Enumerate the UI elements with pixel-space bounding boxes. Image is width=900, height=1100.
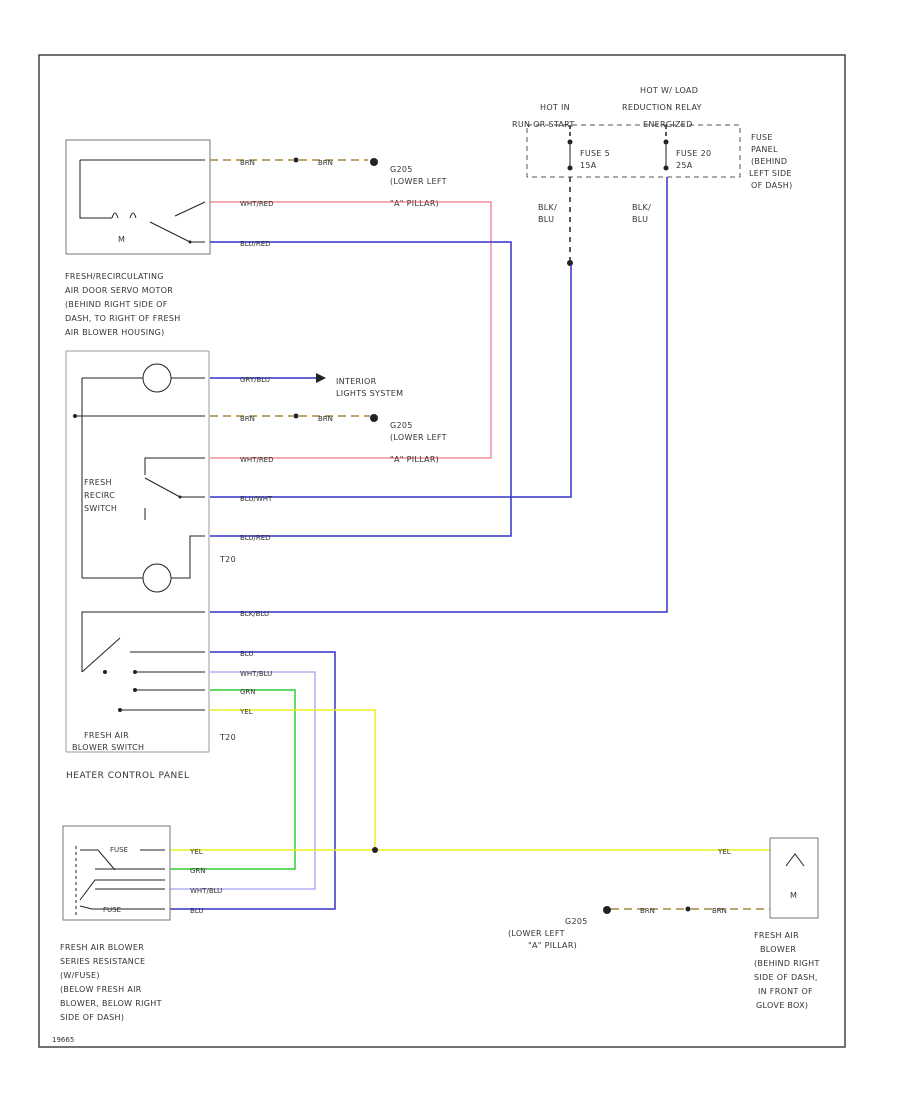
g205-1-label-b: (LOWER LEFT: [390, 177, 447, 186]
brn-wire-label-2: BRN: [318, 159, 333, 167]
resistance-fuse-label-1: FUSE: [110, 846, 128, 854]
blk-blu-label-a2: BLU: [538, 215, 554, 224]
yel-wire-label-1: YEL: [239, 708, 253, 716]
door-motor-label-4: DASH, TO RIGHT OF FRESH: [65, 314, 181, 323]
blk-blu-wire-label: BLK/BLU: [240, 610, 269, 618]
door-motor-label-2: AIR DOOR SERVO MOTOR: [65, 286, 173, 295]
door-motor-label-5: AIR BLOWER HOUSING): [65, 328, 165, 337]
blu-wht-wire-label-1: BLU/WHT: [240, 495, 273, 503]
fuse-panel-label-1: FUSE: [751, 133, 773, 142]
motor-m-label: M: [118, 235, 125, 244]
g205-2-label-b: (LOWER LEFT: [390, 433, 447, 442]
brn-wire-label-6: BRN: [712, 907, 727, 915]
figure-id: 19665: [52, 1036, 74, 1044]
fuse-panel-label-5: OF DASH): [751, 181, 793, 190]
resistance-label-3: (W/FUSE): [60, 971, 100, 980]
blower-label-4: SIDE OF DASH,: [754, 973, 818, 982]
fresh-recirc-label-3: SWITCH: [84, 504, 117, 513]
resistance-fuse-label-2: FUSE: [103, 906, 121, 914]
interior-label-2: LIGHTS SYSTEM: [336, 389, 403, 398]
t20-label-a: T20: [219, 555, 236, 564]
g205-2-label-c: "A" PILLAR): [390, 455, 439, 464]
blower-label-5: IN FRONT OF: [758, 987, 813, 996]
blower-switch-label-1: FRESH AIR: [84, 731, 129, 740]
blower-m-label: M: [790, 891, 797, 900]
fresh-recirc-label-1: FRESH: [84, 478, 112, 487]
brn-wire-label-3: BRN: [240, 415, 255, 423]
fuse-panel: HOT IN RUN OR START HOT W/ LOAD REDUCTIO…: [512, 86, 793, 266]
heater-panel-label: HEATER CONTROL PANEL: [66, 771, 189, 781]
resistance-label-4: (BELOW FRESH AIR: [60, 985, 142, 994]
fuse-panel-label-3: (BEHIND: [751, 157, 787, 166]
servo-motor: M FRESH/RECIRCULATING AIR DOOR SERVO MOT…: [65, 139, 211, 337]
g205-2-label-a: G205: [390, 421, 413, 430]
blk-blu-label-b: BLK/: [632, 203, 651, 212]
blower-label-2: BLOWER: [760, 945, 796, 954]
blu-wire-label-2: BLU: [190, 907, 203, 915]
g205-3-label-b: (LOWER LEFT: [508, 929, 565, 938]
blower-motor: YEL M BRN BRN G205 (LOWER LEFT "A" PILLA…: [508, 837, 820, 1010]
hot-in-run-label: HOT IN: [540, 103, 570, 112]
diagram-frame: [38, 54, 846, 1048]
fuse-5-amp-label: 15A: [580, 161, 597, 170]
g205-3-label-a: G205: [565, 917, 588, 926]
wht-red-wire-label-2: WHT/RED: [240, 456, 274, 464]
fuse-20-label: FUSE 20: [676, 149, 711, 158]
servo-wires: BRN BRN G205 (LOWER LEFT "A" PILLAR) WHT…: [210, 157, 512, 537]
hot-load-label-3: ENERGIZED: [643, 120, 693, 129]
blower-label-6: GLOVE BOX): [756, 1001, 808, 1010]
brn-wire-label-5: BRN: [640, 907, 655, 915]
brn-wire-label-1: BRN: [240, 159, 255, 167]
gry-blu-wire-label: GRY/BLU: [240, 376, 270, 384]
resistance-label-5: BLOWER, BELOW RIGHT: [60, 999, 162, 1008]
blu-red-wire-label-1: BLU/RED: [240, 240, 271, 248]
hot-in-run-label-2: RUN OR START: [512, 120, 575, 129]
t20-label-b: T20: [219, 733, 236, 742]
yel-wire-label-2: YEL: [189, 848, 203, 856]
blower-switch-label-2: BLOWER SWITCH: [72, 743, 144, 752]
hot-load-label: HOT W/ LOAD: [640, 86, 698, 95]
wht-blu-wire-label-2: WHT/BLU: [190, 887, 222, 895]
interior-label-1: INTERIOR: [336, 377, 377, 386]
door-motor-label-3: (BEHIND RIGHT SIDE OF: [65, 300, 168, 309]
g205-3-label-c: "A" PILLAR): [528, 941, 577, 950]
resistance-label-6: SIDE OF DASH): [60, 1013, 124, 1022]
brn-wire-label-4: BRN: [318, 415, 333, 423]
series-resistance: FUSE FUSE YEL GRN WHT/BLU BLU FRESH AIR …: [60, 825, 222, 1022]
grn-wire-label-2: GRN: [190, 867, 206, 875]
blower-label-1: FRESH AIR: [754, 931, 799, 940]
grn-wire-label-1: GRN: [240, 688, 256, 696]
blower-label-3: (BEHIND RIGHT: [754, 959, 820, 968]
g205-1-label-c: "A" PILLAR): [390, 199, 439, 208]
g205-1-label-a: G205: [390, 165, 413, 174]
fresh-recirc-label-2: RECIRC: [84, 491, 115, 500]
yel-wire-label-3: YEL: [717, 848, 731, 856]
resistance-label-2: SERIES RESISTANCE: [60, 957, 145, 966]
fuse-20-amp-label: 25A: [676, 161, 693, 170]
blu-wire-label-1: BLU: [240, 650, 253, 658]
blu-red-wire-label-2: BLU/RED: [240, 534, 271, 542]
door-motor-label-1: FRESH/RECIRCULATING: [65, 272, 164, 281]
resistance-label-1: FRESH AIR BLOWER: [60, 943, 144, 952]
wht-red-wire-label-1: WHT/RED: [240, 200, 274, 208]
blk-blu-label-a: BLK/: [538, 203, 557, 212]
wht-blu-wire-label-1: WHT/BLU: [240, 670, 272, 678]
panel-wires: GRY/BLU INTERIOR LIGHTS SYSTEM BRN BRN G…: [170, 177, 770, 910]
fuse-5-label: FUSE 5: [580, 149, 610, 158]
heater-control-panel: FRESH RECIRC SWITCH T20 FRESH AIR BLOWER…: [65, 350, 236, 781]
fuse-panel-label-2: PANEL: [751, 145, 778, 154]
blk-blu-label-b2: BLU: [632, 215, 648, 224]
fuse-panel-label-4: LEFT SIDE: [749, 169, 792, 178]
hot-load-label-2: REDUCTION RELAY: [622, 103, 702, 112]
